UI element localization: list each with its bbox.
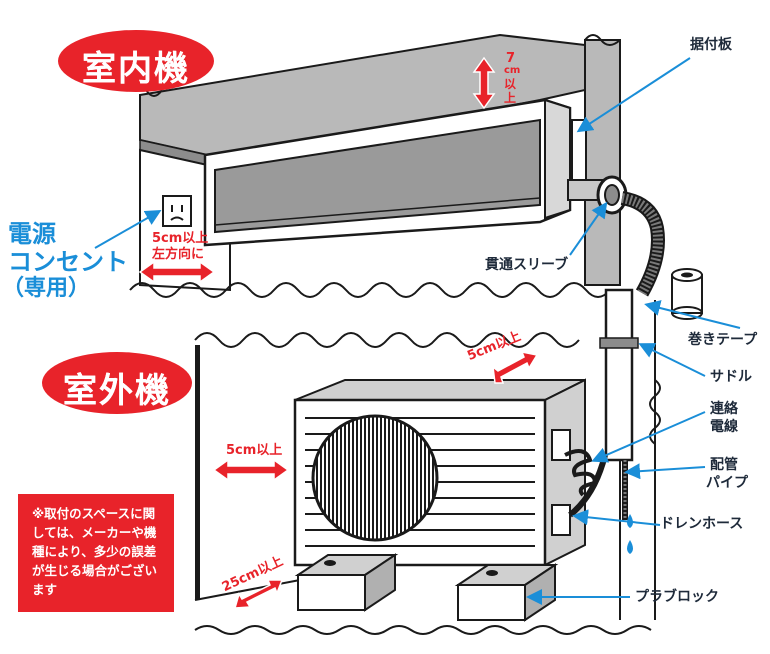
arrow-top-outdoor — [492, 350, 539, 384]
indoor-badge: 室内機 — [58, 30, 214, 92]
pipe-duct — [604, 288, 634, 462]
outdoor-wall — [195, 345, 200, 600]
label-outlet-3: （専用） — [2, 276, 91, 301]
outdoor-badge: 室外機 — [42, 352, 192, 414]
plastic-block-left — [294, 553, 399, 612]
clearance-top-cm: cm — [504, 65, 521, 76]
indoor-ac-unit — [203, 98, 572, 247]
water-drop-2 — [627, 540, 633, 554]
label-outlet-1: 電源 — [8, 220, 56, 248]
arrow-left-indoor — [138, 260, 216, 284]
clearance-top-7: 7 — [506, 51, 516, 66]
right-wall — [584, 39, 621, 286]
label-sleeve: 貫通スリーブ — [485, 257, 569, 273]
label-saddle: サドル — [710, 369, 752, 385]
sleeve — [567, 175, 628, 215]
label-wire-1: 連絡 — [710, 401, 738, 417]
coil-wire — [564, 449, 598, 497]
clearance-indoor-left-2: 左方向に — [152, 247, 205, 262]
arrow-left-outdoor — [212, 458, 290, 482]
label-pipe-1: 配管 — [710, 457, 738, 473]
arrow-top-7cm — [472, 56, 496, 110]
indoor-wavy-edge — [129, 282, 611, 298]
indoor-title: 室内機 — [82, 49, 190, 89]
plastic-block-right — [454, 563, 559, 622]
fan-grille — [311, 414, 439, 542]
note-box: ※取付のスペースに関しては、メーカーや機種により、多少の誤差が生じる場合がござい… — [18, 494, 174, 612]
leader-lines — [94, 57, 741, 605]
arrow-front-25cm — [233, 579, 284, 609]
outdoor-ac-unit — [293, 378, 586, 567]
outdoor-wavy-edge — [194, 332, 580, 348]
saddle — [599, 337, 639, 349]
clearance-top-i: 以 — [504, 77, 517, 91]
outdoor-scene — [194, 268, 703, 635]
note-text: ※取付のスペースに関しては、メーカーや機種により、多少の誤差が生じる場合がござい… — [32, 506, 158, 597]
label-outlet-2: コンセント — [8, 248, 128, 276]
label-mounting-plate: 据付板 — [690, 37, 732, 53]
wall-outlet — [162, 195, 192, 227]
clearance-top-jo: 上 — [504, 91, 517, 105]
label-wire-2: 電線 — [710, 419, 738, 435]
label-wrap-tape: 巻きテープ — [688, 332, 758, 348]
outdoor-title: 室外機 — [63, 371, 171, 411]
clearance-arrows — [138, 56, 539, 609]
label-plastic-block: プラブロック — [635, 589, 719, 605]
tape-roll — [671, 268, 703, 320]
label-drain-hose: ドレンホース — [660, 516, 744, 532]
label-pipe-2: パイプ — [706, 475, 748, 491]
clearance-indoor-left-1: 5cm以上 — [152, 231, 209, 246]
indoor-scene — [129, 33, 665, 298]
clearance-outdoor-left: 5cm以上 — [226, 443, 283, 458]
